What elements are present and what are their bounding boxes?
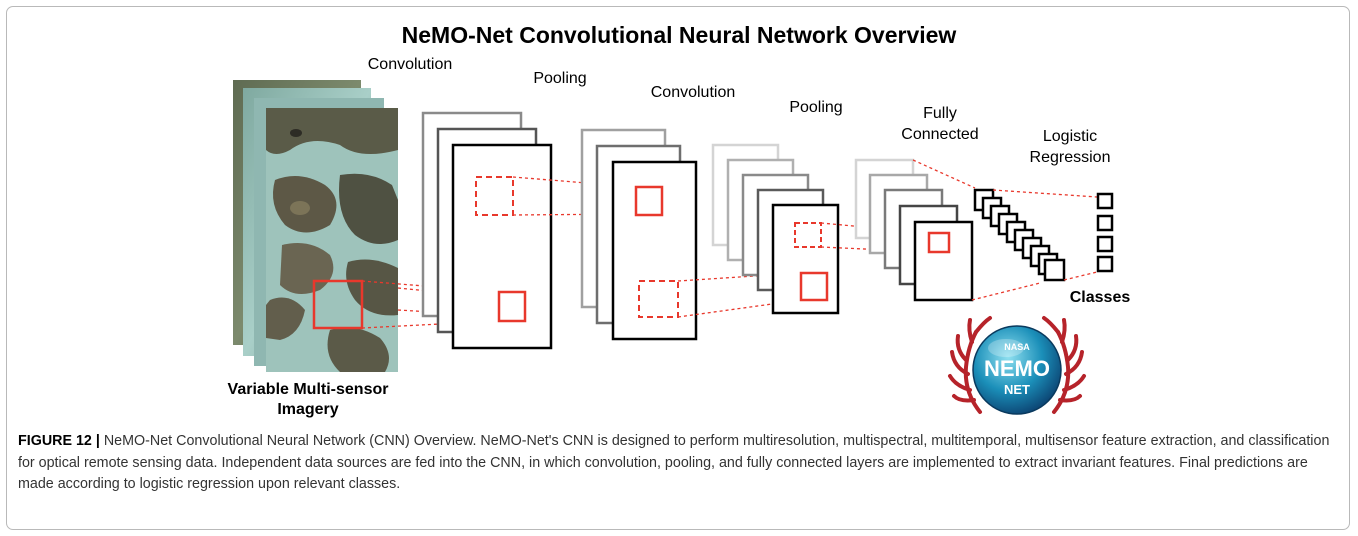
nemo-net-logo-graphic: NASA NEMO NET bbox=[948, 316, 1086, 415]
label-convolution-2: Convolution bbox=[650, 84, 736, 101]
ocean-globe-icon bbox=[972, 325, 1062, 415]
class-node-3 bbox=[1096, 235, 1114, 253]
pool2-feature-maps bbox=[854, 158, 974, 302]
conv2-kernel bbox=[799, 271, 829, 302]
pool2-projection-lines bbox=[912, 159, 1041, 301]
conv1-dashed-region bbox=[475, 176, 514, 216]
pool1-dashed-region bbox=[638, 280, 679, 318]
label-pooling-2: Pooling bbox=[789, 99, 843, 116]
label-convolution-1: Convolution bbox=[367, 56, 453, 73]
logo-nasa-text: NASA bbox=[1004, 342, 1030, 352]
label-logistic-regression: Logistic Regression bbox=[1010, 126, 1130, 168]
pool2-kernel bbox=[927, 231, 951, 254]
conv1-feature-maps bbox=[421, 111, 553, 350]
label-pooling-1: Pooling bbox=[533, 70, 587, 87]
diagram-title: NeMO-Net Convolutional Neural Network Ov… bbox=[401, 22, 957, 48]
class-node-4 bbox=[1096, 255, 1114, 273]
logo-nemo-text: NEMO bbox=[984, 356, 1050, 381]
conv1-kernel bbox=[497, 290, 527, 323]
label-classes: Classes bbox=[1069, 289, 1131, 306]
label-fully-connected-line2: Connected bbox=[901, 126, 979, 143]
input-receptive-field bbox=[312, 279, 364, 330]
conv2-dashed-region bbox=[794, 222, 822, 248]
label-logistic-regression-line1: Logistic bbox=[1042, 128, 1098, 145]
label-input-imagery-line1: Variable Multi-sensor bbox=[227, 381, 389, 398]
nemo-net-logo: NASA NEMO NET bbox=[946, 312, 1088, 427]
fc-projection-lines bbox=[992, 189, 1098, 281]
label-input-imagery-line2: Imagery bbox=[277, 401, 339, 418]
class-output-nodes bbox=[1096, 192, 1114, 273]
figure-caption: FIGURE 12 | NeMO-Net Convolutional Neura… bbox=[18, 431, 1340, 496]
label-fully-connected: Fully Connected bbox=[880, 103, 1000, 145]
caption-text: NeMO-Net Convolutional Neural Network (C… bbox=[18, 433, 1330, 492]
class-node-2 bbox=[1096, 214, 1114, 232]
logo-net-text: NET bbox=[1004, 382, 1030, 397]
label-input-imagery: Variable Multi-sensor Imagery bbox=[208, 380, 408, 420]
pool1-kernel bbox=[634, 185, 664, 217]
coral-left-icon bbox=[948, 316, 992, 414]
coral-right-icon bbox=[1042, 316, 1086, 414]
fully-connected-units bbox=[973, 188, 1066, 282]
class-node-1 bbox=[1096, 192, 1114, 210]
caption-figure-label: FIGURE 12 | bbox=[18, 433, 100, 449]
input-imagery-stack bbox=[233, 80, 398, 372]
label-fully-connected-line1: Fully bbox=[923, 105, 957, 122]
pool1-feature-maps bbox=[580, 128, 698, 341]
image-layer-front bbox=[266, 108, 398, 372]
label-logistic-regression-line2: Regression bbox=[1029, 149, 1111, 166]
conv2-feature-maps bbox=[711, 143, 840, 315]
